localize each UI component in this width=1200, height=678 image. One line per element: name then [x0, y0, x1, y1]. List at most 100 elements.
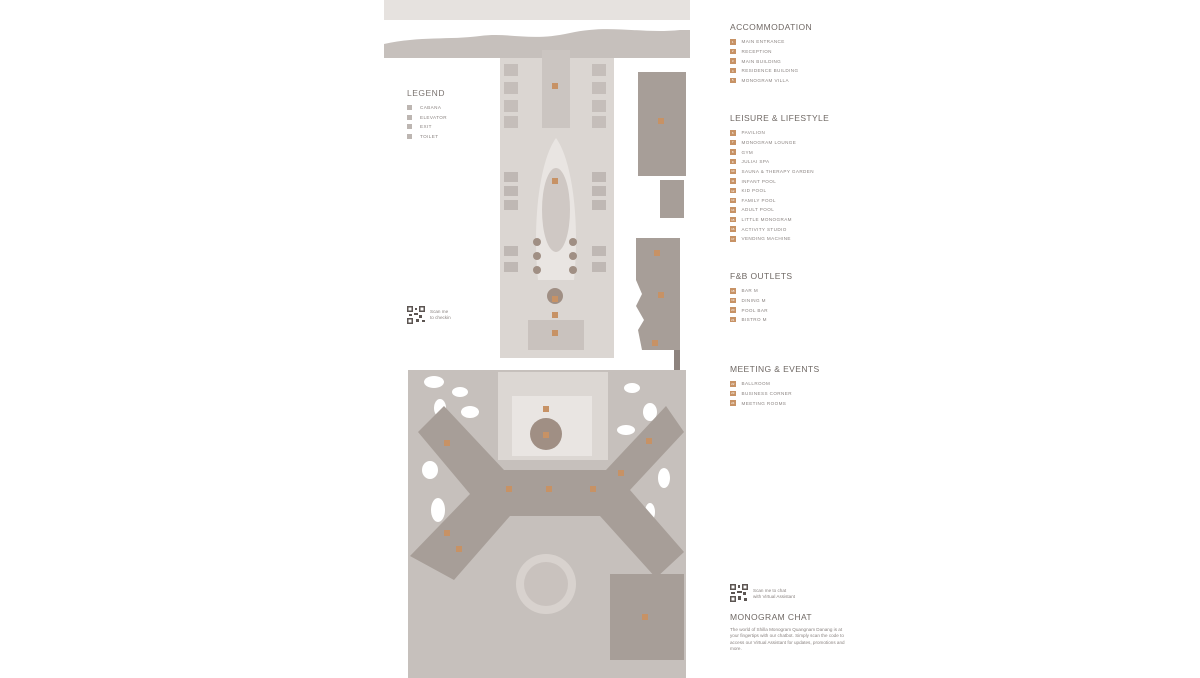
list-item[interactable]: 13 FAMILY POOL [730, 195, 860, 205]
map-markers [444, 83, 664, 620]
chat-qr-line1: Scan me to chat [753, 588, 787, 593]
number-badge: 17 [730, 236, 736, 242]
list-item[interactable]: 15 LITTLE MONOGRAM [730, 215, 860, 225]
list-item[interactable]: 23 BUSINESS CORNER [730, 389, 860, 399]
item-label: RECEPTION [741, 48, 772, 54]
central-pool [542, 168, 570, 252]
item-label: SAUNA & THERAPY GARDEN [741, 168, 814, 174]
list-item[interactable]: 19 DINING M [730, 296, 860, 306]
resort-site-map [384, 0, 690, 678]
checkin-qr-line2: to checkin [430, 315, 451, 321]
list-item[interactable]: 10 SAUNA & THERAPY GARDEN [730, 167, 860, 177]
number-badge: 23 [730, 390, 736, 397]
number-badge: 12 [730, 187, 736, 194]
checkin-qr-caption: Scan me to checkin [430, 309, 451, 321]
number-badge: 19 [730, 297, 736, 304]
item-label: POOL BAR [741, 307, 769, 313]
list-item[interactable]: 12 KID POOL [730, 186, 860, 196]
beach-area [384, 0, 690, 20]
garden-ponds [422, 376, 670, 522]
map-legend: LEGEND CABANA ELEVATOR EXIT TOILET [407, 88, 497, 141]
number-badge: 22 [730, 381, 736, 387]
list-item[interactable]: 17 VENDING MACHINE [730, 234, 860, 244]
item-label: LITTLE MONOGRAM [741, 217, 792, 223]
list-item[interactable]: 16 ACTIVITY STUDIO [730, 224, 860, 234]
legend-item-label: ELEVATOR [420, 114, 447, 120]
chat-qr-line2: with Virtual Assistant [753, 594, 796, 600]
list-item[interactable]: 11 INFANT POOL [730, 176, 860, 186]
legend-item-exit: EXIT [407, 122, 497, 132]
legend-title: LEGEND [407, 88, 445, 98]
main-building [410, 406, 684, 580]
monogram-chat-title: MONOGRAM CHAT [730, 612, 813, 622]
legend-item-toilet: TOILET [407, 132, 497, 142]
item-label: RESIDENCE BUILDING [741, 68, 799, 74]
number-badge: 1 [730, 39, 736, 45]
number-badge: 15 [730, 216, 736, 223]
item-label: MAIN BUILDING [741, 58, 782, 64]
chat-qr-caption: Scan me to chat with Virtual Assistant [753, 588, 795, 600]
list-item[interactable]: 9 JULIAI SPA [730, 157, 860, 167]
item-label: VENDING MACHINE [741, 236, 791, 242]
list-item[interactable]: 8 GYM [730, 147, 860, 157]
elevator-icon [407, 114, 412, 120]
number-badge: 7 [730, 139, 736, 146]
list-item[interactable]: 20 POOL BAR [730, 305, 860, 315]
main-pool [524, 562, 568, 606]
number-badge: 13 [730, 197, 736, 204]
number-badge: 9 [730, 158, 736, 165]
checkin-qr-code[interactable] [407, 306, 425, 324]
item-label: GYM [741, 149, 754, 155]
item-label: PAVILION [741, 130, 766, 136]
monogram-chat-description: The world of Shilla Monogram Quangnam Da… [730, 627, 845, 651]
section-title: F&B OUTLETS [730, 271, 793, 281]
pool-umbrellas [533, 238, 577, 274]
chat-qr-code[interactable] [730, 584, 748, 602]
legend-item-label: CABANA [420, 105, 442, 111]
legend-item-elevator: ELEVATOR [407, 113, 497, 123]
item-label: MAIN ENTRANCE [741, 39, 785, 45]
item-label: BISTRO M [741, 317, 767, 323]
number-badge: 18 [730, 288, 736, 294]
item-label: MEETING ROOMS [741, 400, 787, 406]
item-label: FAMILY POOL [741, 197, 776, 203]
number-badge: 10 [730, 168, 736, 175]
item-label: KID POOL [741, 188, 767, 194]
item-label: DINING M [741, 297, 766, 303]
item-label: INFANT POOL [741, 178, 777, 184]
number-badge: 6 [730, 130, 736, 136]
toilet-icon [407, 134, 412, 140]
number-badge: 20 [730, 307, 736, 313]
section-fb-outlets: F&B OUTLETS 18 BAR M 19 DINING M 20 POOL BA… [730, 271, 860, 325]
number-badge: 11 [730, 178, 736, 184]
exit-icon [407, 124, 412, 130]
checkin-qr-line1: Scan me [430, 309, 449, 314]
item-label: ACTIVITY STUDIO [741, 226, 787, 232]
list-item[interactable]: 18 BAR M [730, 286, 860, 296]
number-badge: 16 [730, 226, 736, 232]
item-label: JULIAI SPA [741, 159, 770, 165]
section-title: MEETING & EVENTS [730, 364, 820, 374]
number-badge: 14 [730, 207, 736, 213]
item-label: BAR M [741, 288, 759, 294]
legend-item-label: TOILET [420, 134, 439, 140]
list-item[interactable]: 1 MAIN ENTRANCE [730, 37, 860, 47]
section-title: LEISURE & LIFESTYLE [730, 113, 830, 123]
number-badge: 8 [730, 149, 736, 155]
item-label: MONOGRAM VILLA [741, 77, 789, 83]
item-label: BUSINESS CORNER [741, 390, 792, 396]
list-item[interactable]: 6 PAVILION [730, 128, 860, 138]
vending-block [660, 180, 684, 218]
legend-item-cabana: CABANA [407, 103, 497, 113]
